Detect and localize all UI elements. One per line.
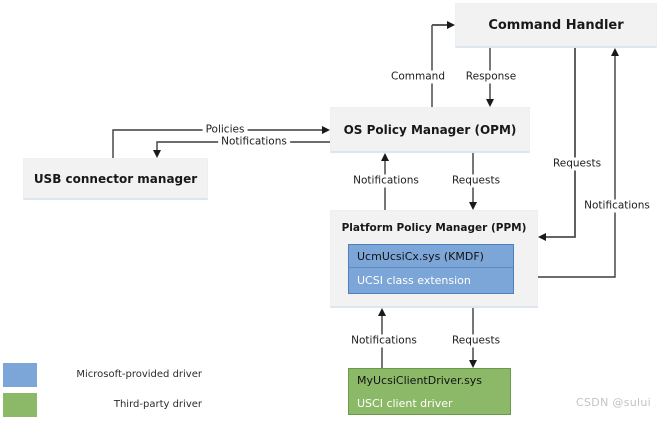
edge-label-notifications-ppm-opm: Notifications [350,174,422,188]
usb-connector-manager-label: USB connector manager [33,171,198,186]
client-driver-title: MyUcsiClientDriver.sys [357,374,483,387]
command-handler-node: Command Handler [455,3,657,48]
edge-label-requests-ch-ppm: Requests [549,157,605,171]
ucsi-extension-title: UcmUcsiCx.sys (KMDF) [349,245,513,268]
watermark: CSDN @sului [576,396,651,409]
ucsi-client-driver-box: MyUcsiClientDriver.sys USCI client drive… [348,368,511,415]
legend-swatch-microsoft-driver [3,363,37,387]
legend-swatch-third-party-driver [3,393,37,417]
legend-label-third-party-driver: Third-party driver [113,399,202,410]
ppm-label: Platform Policy Manager (PPM) [341,222,527,234]
ucsi-class-extension-box: UcmUcsiCx.sys (KMDF) UCSI class extensio… [348,244,514,294]
usb-connector-manager-node: USB connector manager [23,158,208,200]
opm-label: OS Policy Manager (OPM) [343,122,517,137]
ppm-node: Platform Policy Manager (PPM) UcmUcsiCx.… [330,210,538,308]
edge-label-command: Command [388,70,448,84]
edge-label-response: Response [462,70,520,84]
edge-label-notifications-ppm-ch: Notifications [581,199,653,213]
client-driver-subtitle: USCI client driver [357,396,453,410]
legend-label-microsoft-driver: Microsoft-provided driver [76,369,202,380]
edge-label-notifications-client-ppm: Notifications [348,334,420,348]
command-handler-label: Command Handler [488,17,624,33]
edge-label-requests-opm-ppm: Requests [448,174,504,188]
edge-label-requests-ppm-client: Requests [448,334,504,348]
ucsi-extension-subtitle: UCSI class extension [357,274,471,287]
edge-requests-ch-ppm-arrow [538,48,576,241]
opm-node: OS Policy Manager (OPM) [330,107,530,153]
edge-label-notifications-opm-usb: Notifications [218,135,290,149]
